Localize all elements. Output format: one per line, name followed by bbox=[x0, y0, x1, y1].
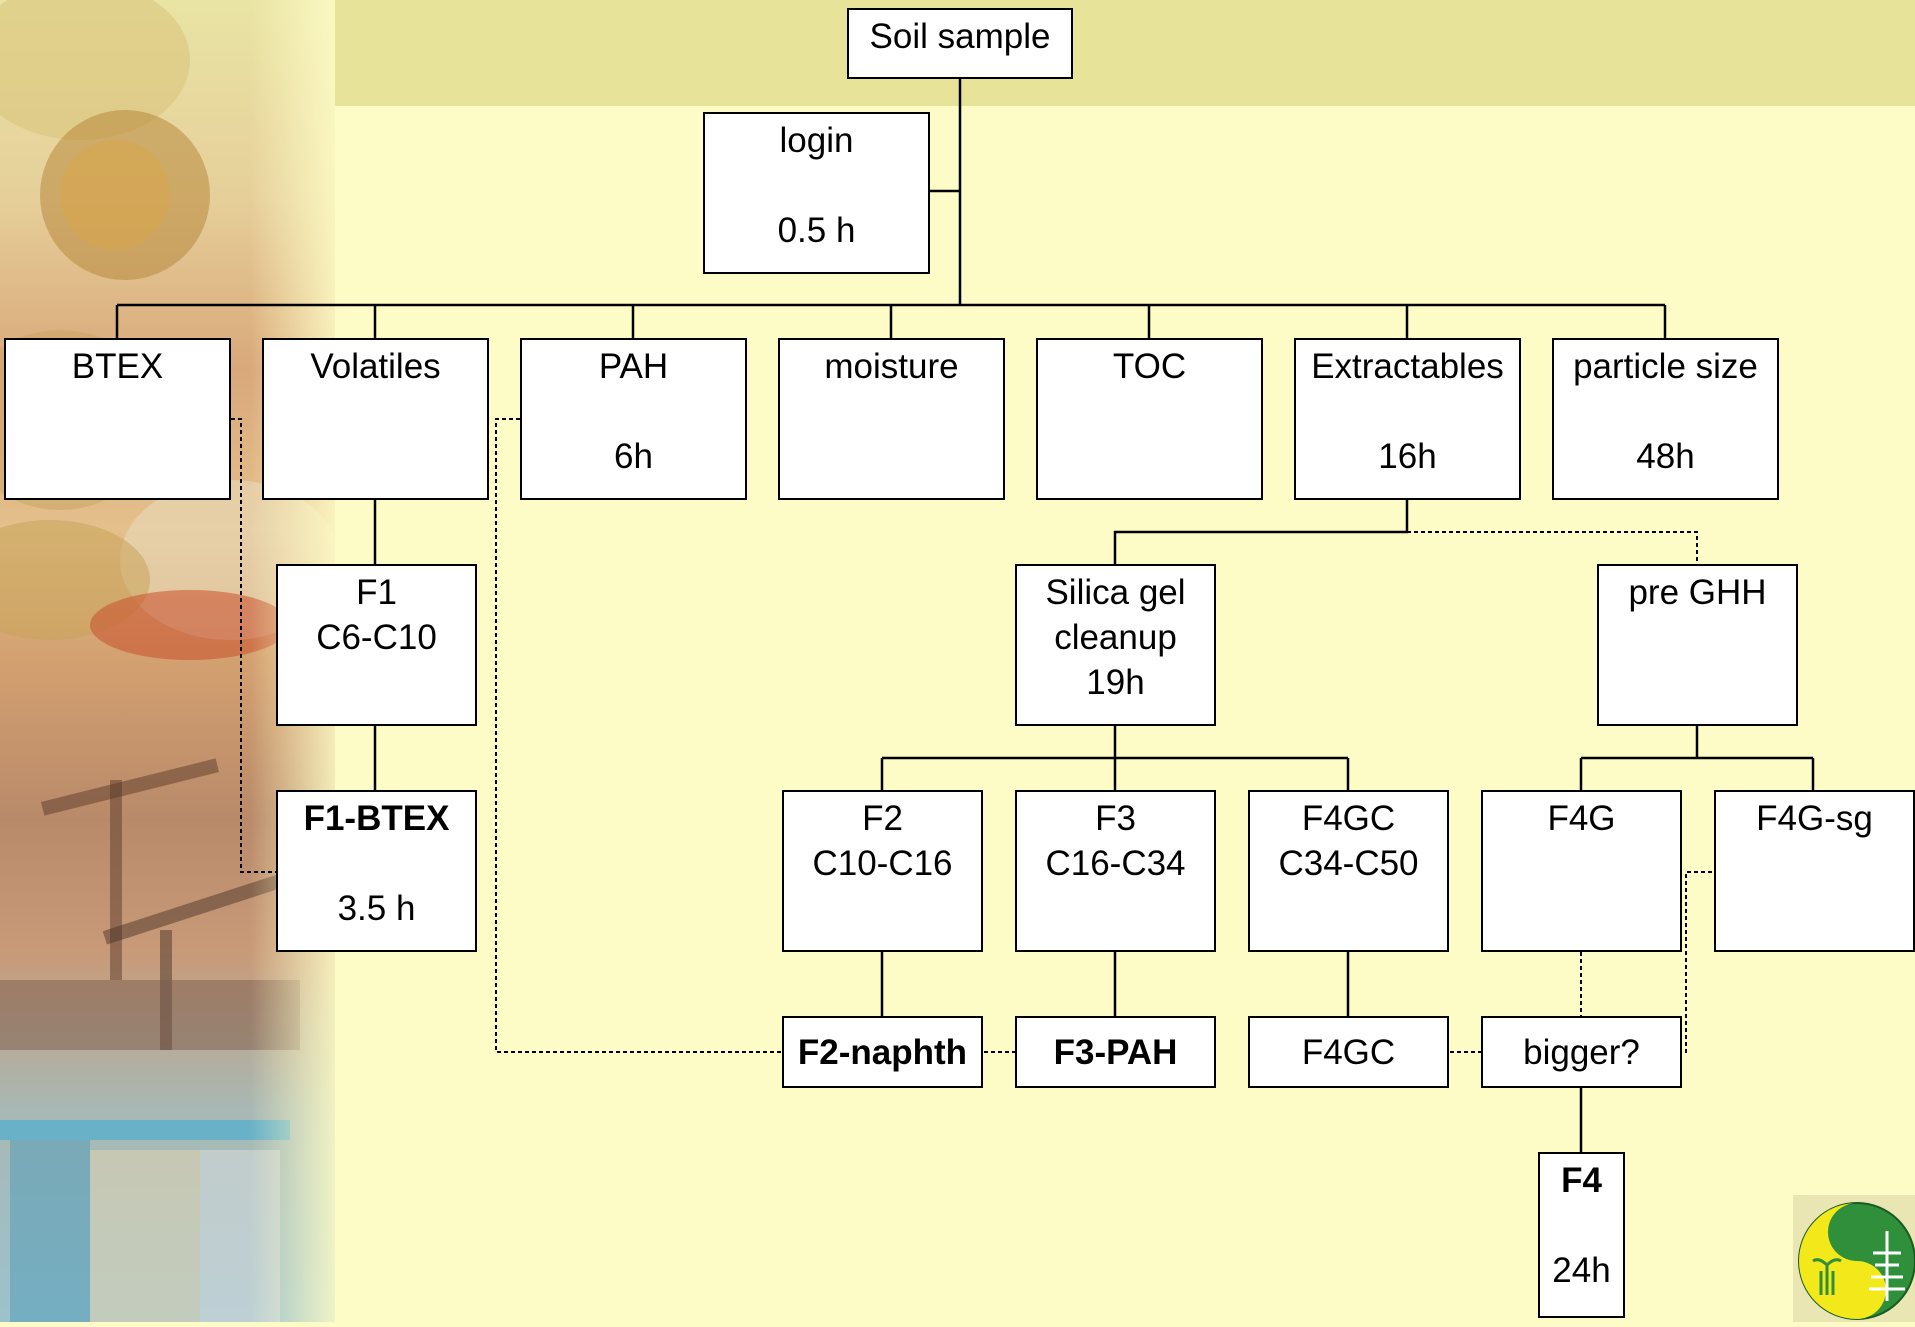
connector-silica-fractions bbox=[882, 726, 1348, 790]
connector-main-drops bbox=[117, 305, 1665, 338]
node-f1-range: C6-C10 bbox=[316, 615, 437, 660]
node-login-label: login bbox=[780, 118, 854, 163]
node-btex-label: BTEX bbox=[72, 344, 163, 389]
node-f4gc-top: F4GC C34-C50 bbox=[1248, 790, 1449, 952]
node-f3-pah-label: F3-PAH bbox=[1054, 1030, 1178, 1075]
node-f1-label: F1 bbox=[356, 570, 397, 615]
node-pre-ghh-label: pre GHH bbox=[1628, 570, 1766, 615]
logo-emblem-icon bbox=[1793, 1195, 1915, 1322]
node-f4-time: 24h bbox=[1552, 1248, 1610, 1293]
node-silica-label-1: Silica gel bbox=[1045, 570, 1185, 615]
node-moisture-label: moisture bbox=[824, 344, 958, 389]
node-pah-label: PAH bbox=[599, 344, 668, 389]
node-silica-time: 19h bbox=[1086, 660, 1144, 705]
node-f4: F4 24h bbox=[1538, 1152, 1625, 1318]
node-f4gc-top-label: F4GC bbox=[1302, 796, 1395, 841]
node-f4gc-bottom-label: F4GC bbox=[1302, 1030, 1395, 1075]
node-volatiles: Volatiles bbox=[262, 338, 489, 500]
node-f2-naphth: F2-naphth bbox=[782, 1016, 983, 1088]
node-pah-time: 6h bbox=[614, 434, 653, 479]
node-f4gc-top-range: C34-C50 bbox=[1278, 841, 1418, 886]
node-f1-btex-time: 3.5 h bbox=[338, 886, 416, 931]
node-soil-sample-label: Soil sample bbox=[870, 14, 1051, 59]
node-f1: F1 C6-C10 bbox=[276, 564, 477, 726]
node-f2-label: F2 bbox=[862, 796, 903, 841]
node-pre-ghh: pre GHH bbox=[1597, 564, 1798, 726]
node-f3-label: F3 bbox=[1095, 796, 1136, 841]
node-f4gc-bottom: F4GC bbox=[1248, 1016, 1449, 1088]
node-silica-label-2: cleanup bbox=[1054, 615, 1177, 660]
node-login-time: 0.5 h bbox=[778, 208, 856, 253]
node-toc: TOC bbox=[1036, 338, 1263, 500]
node-soil-sample: Soil sample bbox=[847, 8, 1073, 79]
node-f4-label: F4 bbox=[1561, 1158, 1602, 1203]
node-moisture: moisture bbox=[778, 338, 1005, 500]
node-f3-range: C16-C34 bbox=[1045, 841, 1185, 886]
node-login: login 0.5 h bbox=[703, 112, 930, 274]
node-bigger: bigger? bbox=[1481, 1016, 1682, 1088]
node-silica-gel-cleanup: Silica gel cleanup 19h bbox=[1015, 564, 1216, 726]
node-particle-size-time: 48h bbox=[1636, 434, 1694, 479]
node-particle-size-label: particle size bbox=[1573, 344, 1758, 389]
connector-preghh-fractions bbox=[1581, 726, 1813, 790]
connector-extractables-silica bbox=[1115, 500, 1407, 564]
node-f2: F2 C10-C16 bbox=[782, 790, 983, 952]
node-volatiles-label: Volatiles bbox=[310, 344, 440, 389]
organization-logo bbox=[1793, 1195, 1915, 1322]
connector-f4gsg-bigger-dotted bbox=[1682, 872, 1712, 1052]
node-f3-pah: F3-PAH bbox=[1015, 1016, 1216, 1088]
node-f4g-sg: F4G-sg bbox=[1714, 790, 1915, 952]
connector-extractables-preghh-dashed bbox=[1407, 532, 1697, 564]
node-f2-naphth-label: F2-naphth bbox=[798, 1030, 967, 1075]
node-toc-label: TOC bbox=[1113, 344, 1186, 389]
node-extractables: Extractables 16h bbox=[1294, 338, 1521, 500]
node-f4g: F4G bbox=[1481, 790, 1682, 952]
node-extractables-time: 16h bbox=[1378, 434, 1436, 479]
node-extractables-label: Extractables bbox=[1311, 344, 1504, 389]
node-pah: PAH 6h bbox=[520, 338, 747, 500]
node-f1-btex-label: F1-BTEX bbox=[304, 796, 450, 841]
connector-fractions-down bbox=[882, 952, 1348, 1016]
node-f3: F3 C16-C34 bbox=[1015, 790, 1216, 952]
node-btex: BTEX bbox=[4, 338, 231, 500]
node-f1-btex: F1-BTEX 3.5 h bbox=[276, 790, 477, 952]
node-particle-size: particle size 48h bbox=[1552, 338, 1779, 500]
node-f4g-sg-label: F4G-sg bbox=[1756, 796, 1873, 841]
node-f2-range: C10-C16 bbox=[812, 841, 952, 886]
connector-pah-f2naphth-dotted bbox=[496, 419, 782, 1052]
node-f4g-label: F4G bbox=[1547, 796, 1615, 841]
node-bigger-label: bigger? bbox=[1523, 1030, 1640, 1075]
